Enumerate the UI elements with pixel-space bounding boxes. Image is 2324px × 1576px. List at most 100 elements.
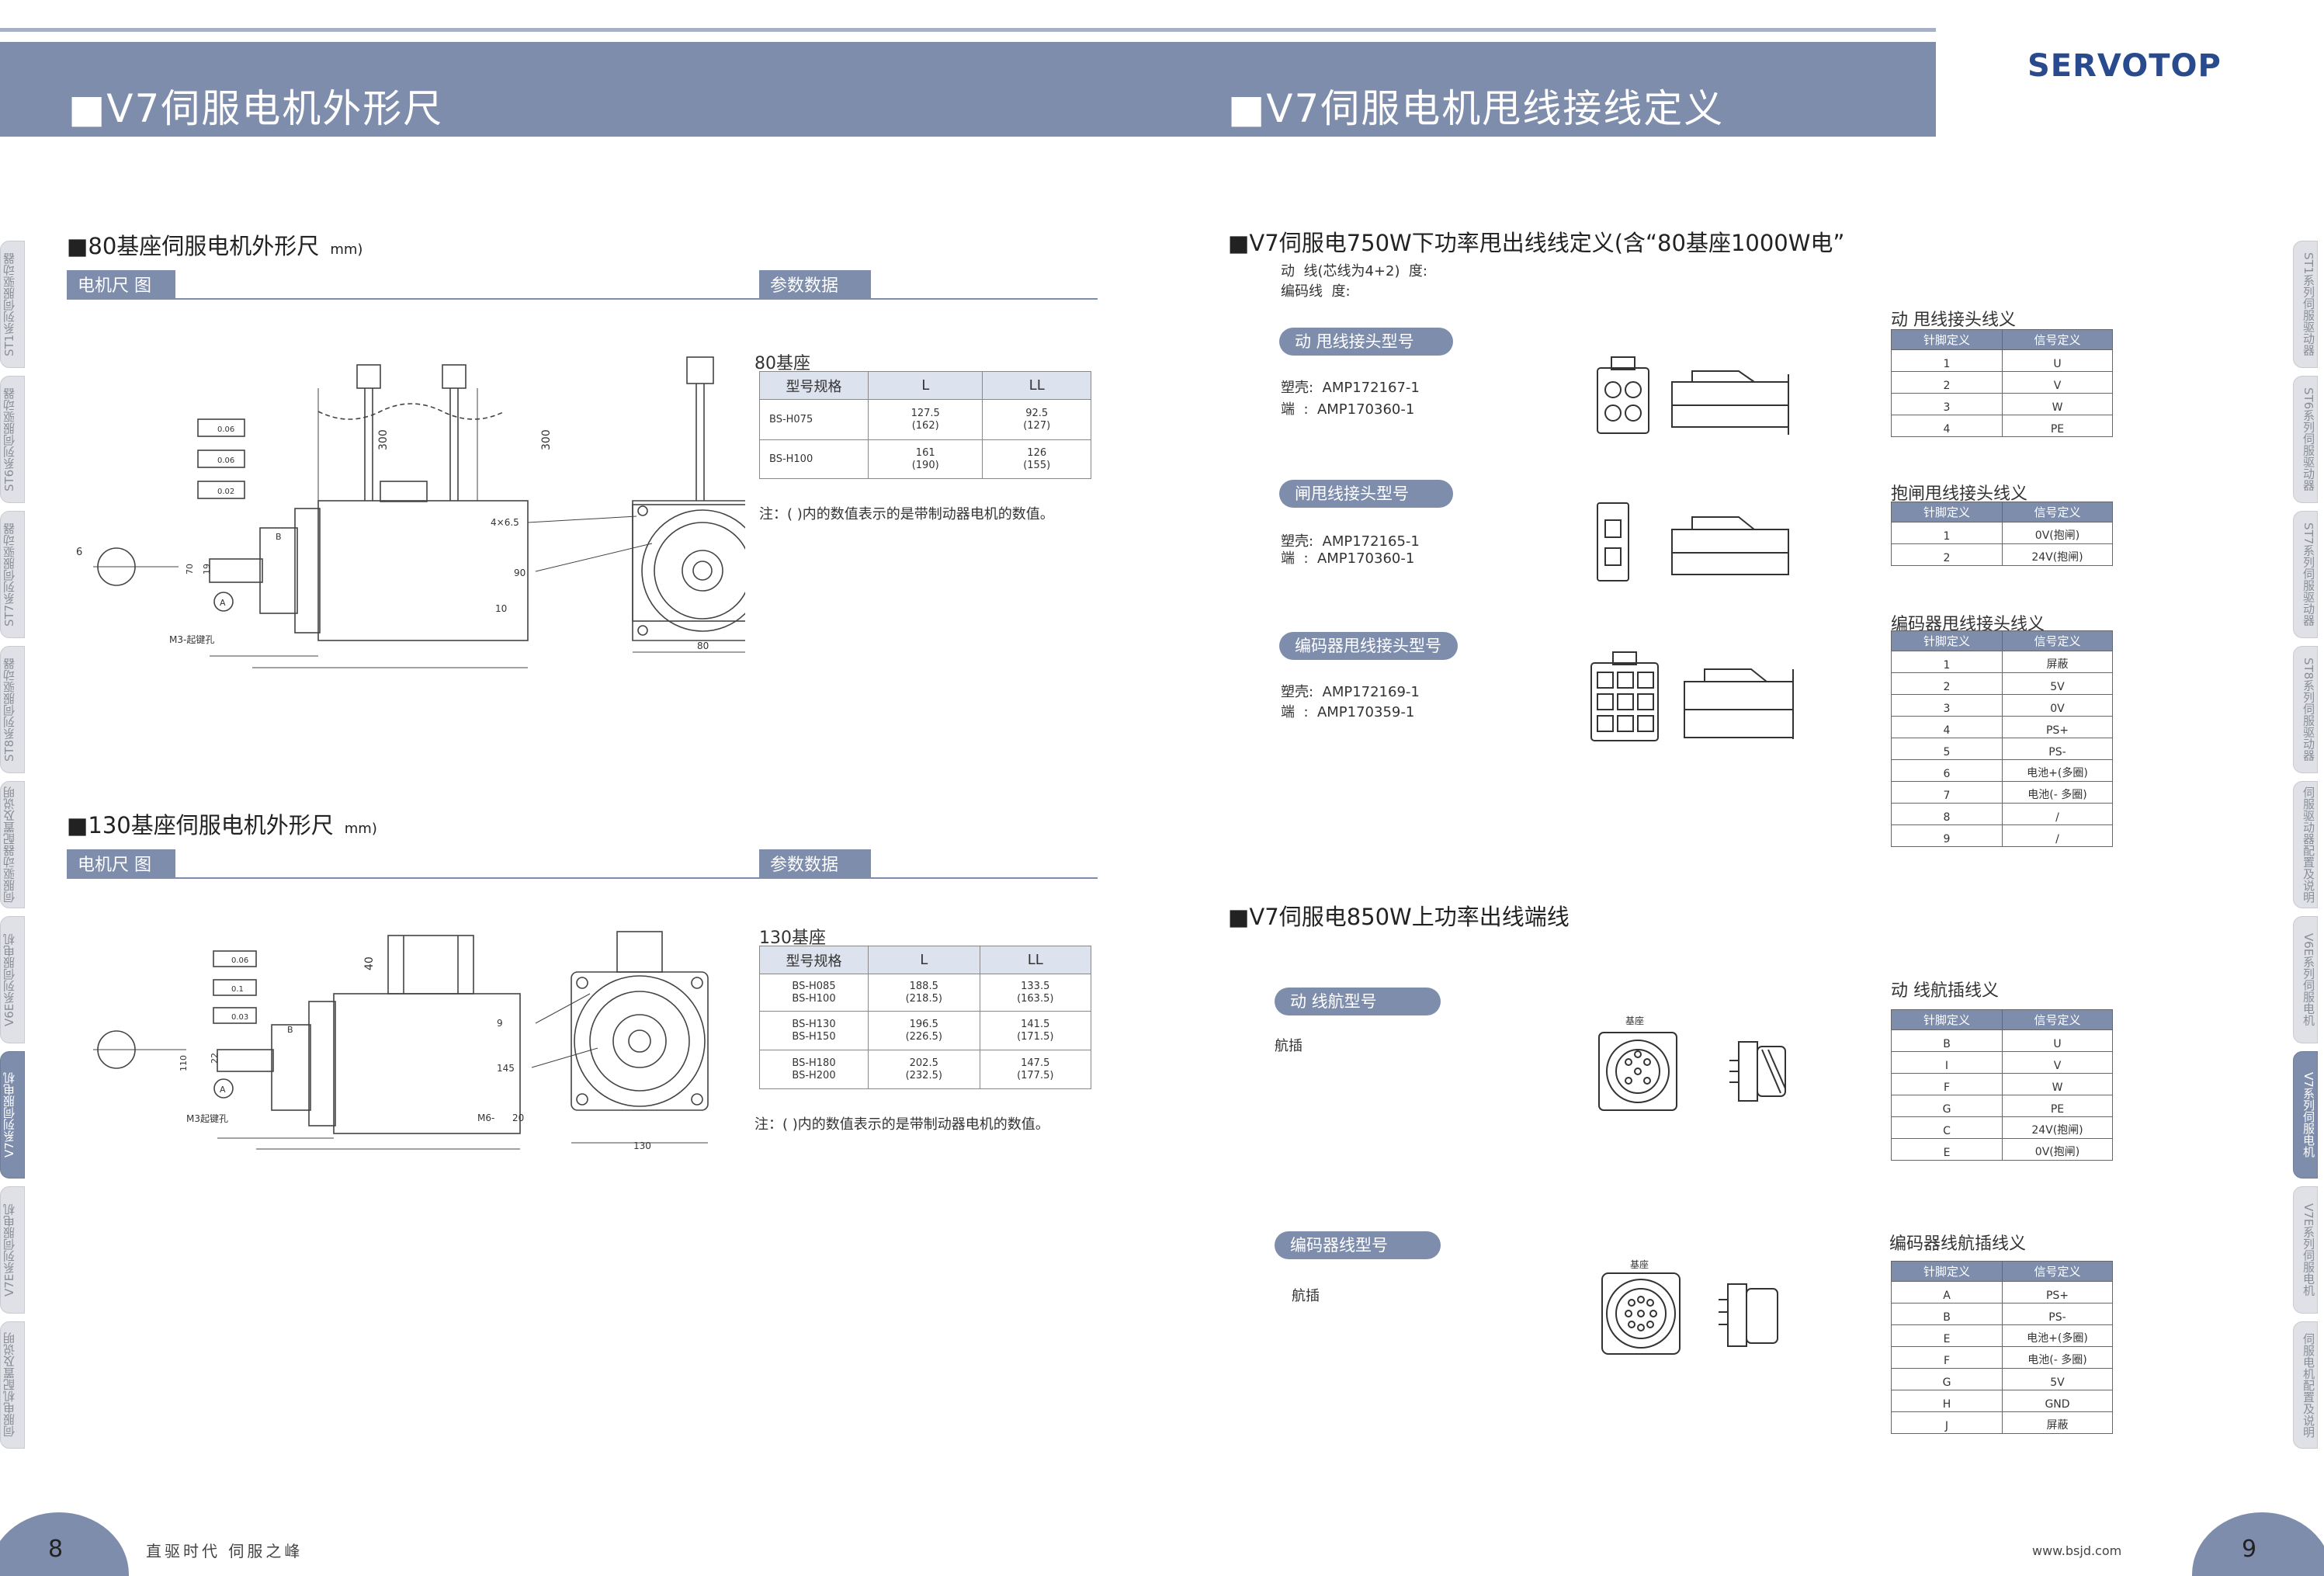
note-130: 注：( )内的数值表示的是带制动器电机的数值。: [754, 1116, 1049, 1133]
footer-website[interactable]: www.bsjd.com: [2032, 1543, 2122, 1558]
power-term: 端 : AMP170360-1: [1281, 401, 1415, 418]
svg-text:B: B: [287, 1025, 293, 1035]
aviation-power-icon: [1598, 1032, 1786, 1111]
footer-right-blob: [2192, 1512, 2324, 1576]
left-tab-7[interactable]: V7E系列伺服电机: [0, 1186, 25, 1314]
base-label-power: 基座: [1625, 1015, 1645, 1026]
power-shell: 塑壳: AMP172167-1: [1281, 380, 1420, 396]
left-tab-4[interactable]: 伺服驱动器配置及说明: [0, 781, 25, 908]
top-rule: [0, 28, 1936, 32]
left-tab-2[interactable]: ST7系列伺服驱动器: [0, 511, 25, 638]
tol-80-2: 0.06: [217, 456, 234, 465]
section-high-title: ■V7伺服电850W上功率出线端线: [1228, 904, 1570, 930]
motor-130-drawing: 40 0.06 0.1 0.03 110 22 A B M3起键孔 130 9 …: [93, 931, 709, 1151]
spec-table-80: 型号规格 L LL BS-H075 127.5(162) 92.5(127) B…: [759, 371, 1091, 479]
dim-pcd-80: 90: [514, 568, 526, 578]
base-label-encoder: 基座: [1630, 1259, 1649, 1270]
table-header: 型号规格 L LL: [759, 946, 1091, 974]
dim-d19: 19: [202, 564, 212, 575]
table-row: 9/: [1891, 824, 2113, 847]
header-banner: [0, 42, 1936, 137]
brake-shell: 塑壳: AMP172165-1: [1281, 533, 1420, 550]
pill-aviation-encoder: 编码器线型号: [1275, 1231, 1441, 1259]
right-tab-6[interactable]: V7系列伺服电机: [2293, 1051, 2318, 1179]
table-row: 8/: [1891, 803, 2113, 825]
right-tab-1[interactable]: ST6系列伺服驱动器: [2293, 376, 2318, 503]
dim-flange-80: 80: [697, 640, 709, 651]
left-tab-0[interactable]: ST1系列伺服驱动器: [0, 241, 25, 368]
svg-text:B: B: [276, 532, 282, 542]
aviation-encoder-icon: [1601, 1272, 1778, 1355]
dim-flange-130: 130: [633, 1140, 651, 1151]
footer-slogan: 直驱时代 伺服之峰: [146, 1542, 304, 1560]
table-header: 针脚定义信号定义: [1891, 1261, 2113, 1282]
cable-length-power: 动 线(芯线为4+2) 度:: [1281, 263, 1427, 279]
pill-encoder-connector: 编码器甩线接头型号: [1279, 632, 1458, 660]
pill-aviation-power: 动 线航型号: [1275, 988, 1441, 1015]
dim-depth-80: 10: [495, 603, 507, 614]
left-tab-5[interactable]: V6E系列伺服电机: [0, 916, 25, 1043]
brand-logo: SERVOTOP: [2027, 48, 2222, 84]
right-tab-0[interactable]: ST1系列伺服驱动器: [2293, 241, 2318, 368]
dim-pcd-130: 145: [497, 1063, 515, 1074]
dim-d22: 22: [210, 1053, 220, 1064]
table-aviation-encoder-title: 编码器线航插线义: [1889, 1234, 2027, 1254]
brake-connector-icon: [1597, 502, 1789, 581]
page-number-left: 8: [48, 1536, 64, 1563]
svg-text:A: A: [220, 1085, 226, 1095]
right-tab-4[interactable]: 伺服驱动器配置及说明: [2293, 781, 2318, 908]
bolt-label-130: M6-: [477, 1113, 494, 1123]
bolt-label-80: M3-起键孔: [169, 634, 214, 645]
left-tab-1[interactable]: ST6系列伺服驱动器: [0, 376, 25, 503]
right-page-title: ■V7伺服电机甩线接线定义: [1228, 86, 1725, 131]
tag-params-130: 参数数据: [759, 849, 871, 879]
tag-params-80: 参数数据: [759, 270, 871, 300]
brake-term: 端 : AMP170360-1: [1281, 550, 1415, 567]
right-tab-3[interactable]: ST8系列伺服驱动器: [2293, 646, 2318, 773]
table-header: 针脚定义信号定义: [1891, 329, 2113, 350]
right-tab-5[interactable]: V6E系列伺服电机: [2293, 916, 2318, 1043]
table-header: 针脚定义信号定义: [1891, 630, 2113, 651]
aviation-encoder-label: 航插: [1292, 1288, 1320, 1304]
encoder-shell: 塑壳: AMP172169-1: [1281, 684, 1420, 700]
motor-80-drawing: 300 300 0.06 0.06 0.02 6 70 19 A B M3-起键…: [76, 356, 745, 668]
pill-brake-connector: 闸甩线接头型号: [1279, 480, 1453, 508]
section-low-title: ■V7伺服电750W下功率甩出线线定义(含“80基座1000W电”: [1228, 230, 1845, 256]
right-tab-7[interactable]: V7E系列伺服电机: [2293, 1186, 2318, 1314]
section-80-rule: [67, 298, 1098, 300]
right-tab-2[interactable]: ST7系列伺服驱动器: [2293, 511, 2318, 638]
left-tab-3[interactable]: ST8系列伺服驱动器: [0, 646, 25, 773]
dim-holes-80: 4×6.5: [491, 517, 519, 528]
right-tab-8[interactable]: 伺服电机配置及说明: [2293, 1321, 2318, 1449]
svg-text:20: 20: [512, 1113, 524, 1123]
left-tab-6[interactable]: V7系列伺服电机: [0, 1051, 25, 1179]
left-tab-8[interactable]: 伺服电机配置及说明: [0, 1321, 25, 1449]
dim-40: 40: [363, 956, 376, 970]
table-aviation-power-title: 动 线航插线义: [1891, 981, 1999, 1001]
footer-left-blob: [0, 1512, 129, 1576]
